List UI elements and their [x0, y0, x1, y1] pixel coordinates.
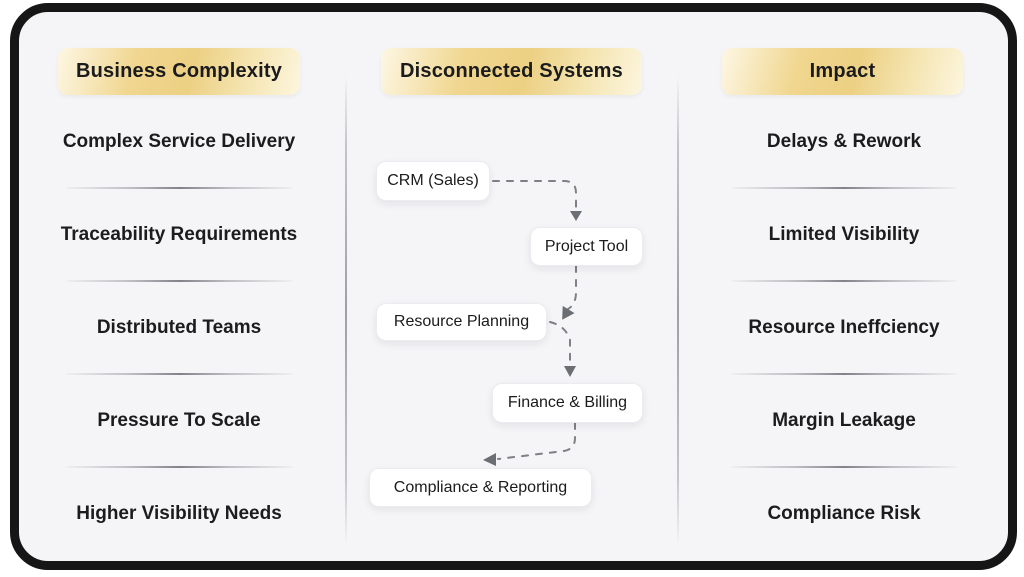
- column-header-disconnected-systems: Disconnected Systems: [381, 48, 642, 95]
- column-header-impact: Impact: [722, 48, 963, 95]
- separator: [731, 280, 957, 282]
- list-item: Complex Service Delivery: [62, 131, 296, 152]
- flow-node-resource-planning: Resource Planning: [376, 303, 547, 341]
- flow-node-project-tool: Project Tool: [530, 227, 643, 266]
- list-item: Distributed Teams: [96, 317, 262, 338]
- separator: [731, 373, 957, 375]
- list-item: Pressure To Scale: [97, 410, 261, 431]
- separator: [731, 187, 957, 189]
- list-item: Resource Ineffciency: [748, 317, 940, 338]
- flow-node-crm-sales: CRM (Sales): [376, 161, 490, 201]
- column-header-business-complexity: Business Complexity: [58, 48, 300, 95]
- list-item: Limited Visibility: [768, 224, 920, 245]
- separator: [66, 466, 293, 468]
- list-item: Traceability Requirements: [60, 224, 298, 245]
- list-item: Compliance Risk: [767, 503, 921, 524]
- column-divider-right: [677, 75, 679, 547]
- list-item: Higher Visibility Needs: [76, 503, 282, 524]
- separator: [731, 466, 957, 468]
- list-item: Margin Leakage: [772, 410, 916, 431]
- separator: [66, 373, 293, 375]
- list-item: Delays & Rework: [766, 131, 922, 152]
- column-divider-left: [345, 75, 347, 547]
- flow-node-compliance-reporting: Compliance & Reporting: [369, 468, 592, 507]
- separator: [66, 187, 293, 189]
- separator: [66, 280, 293, 282]
- flow-node-finance-billing: Finance & Billing: [492, 383, 643, 423]
